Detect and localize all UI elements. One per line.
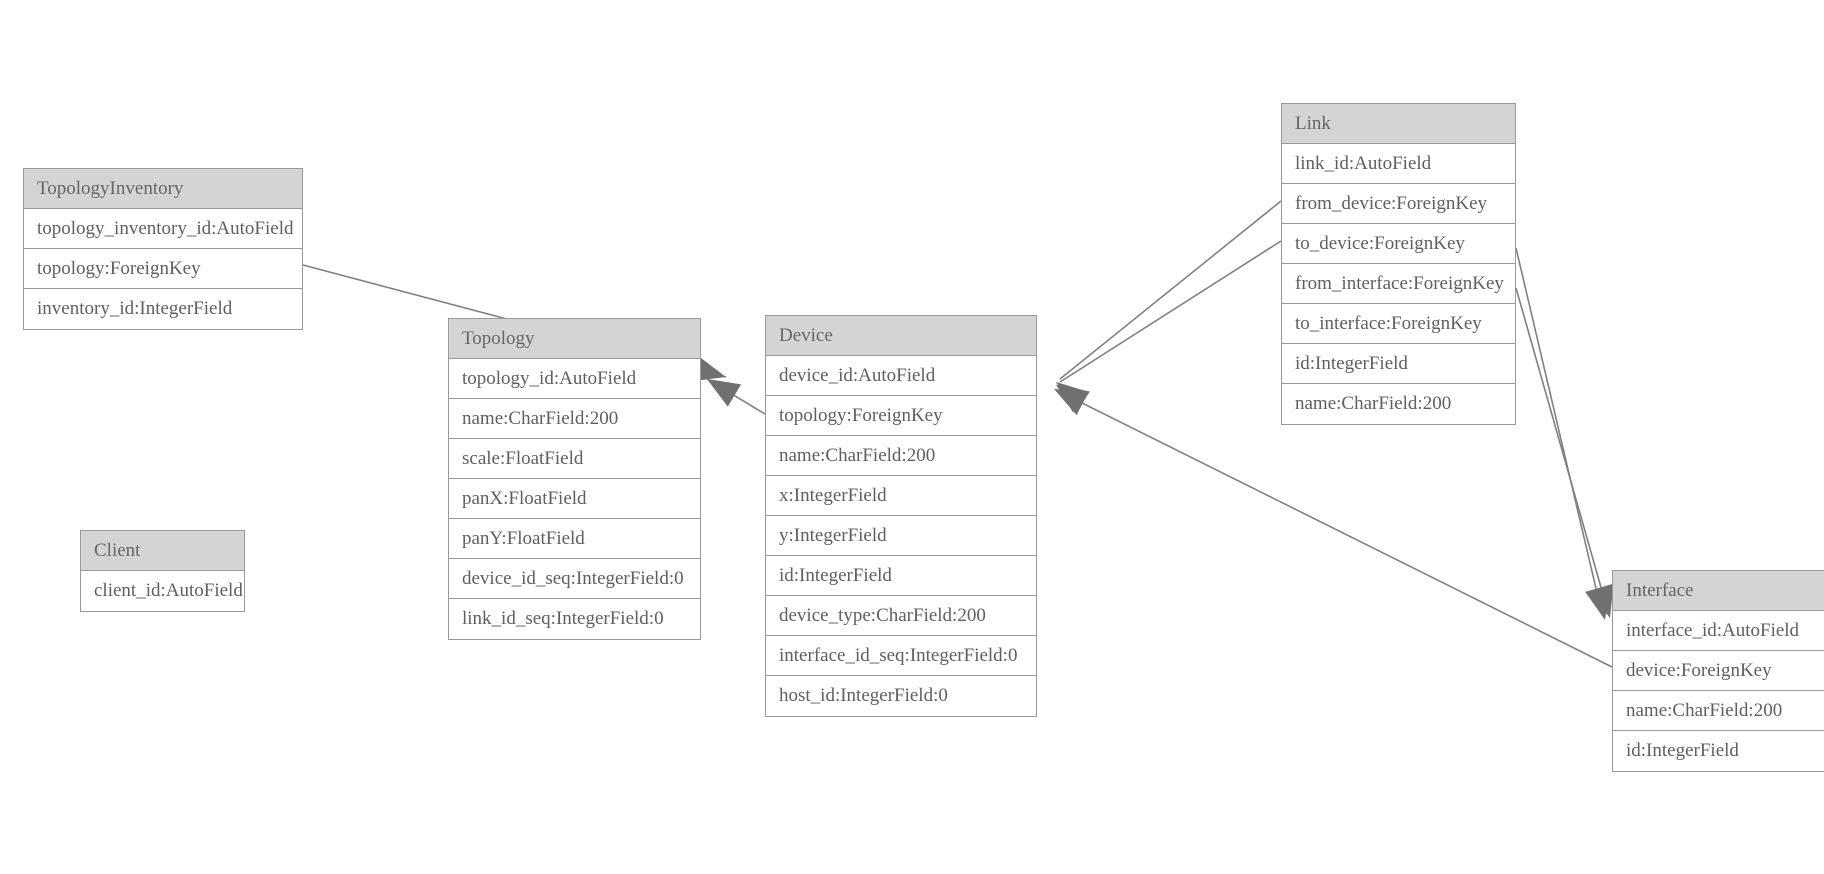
entity-title-topology: Topology [449, 319, 700, 359]
relationship-line [1515, 287, 1609, 613]
entity-field: device_type:CharField:200 [766, 596, 1036, 636]
relationship-line [706, 378, 766, 415]
entity-title-client: Client [81, 531, 244, 571]
entity-field: device_id_seq:IntegerField:0 [449, 559, 700, 599]
relationship-line [1059, 240, 1282, 383]
entity-field: x:IntegerField [766, 476, 1036, 516]
entity-field: device:ForeignKey [1613, 651, 1824, 691]
entity-title-link: Link [1282, 104, 1515, 144]
relationship-arrowhead [707, 379, 742, 407]
entity-field: id:IntegerField [1626, 740, 1739, 761]
entity-field: topology_id:AutoField [449, 359, 700, 399]
entity-field: client_id:AutoField [94, 580, 243, 601]
entity-client[interactable]: Client client_id:AutoField [80, 530, 245, 612]
entity-field: topology:ForeignKey [766, 396, 1036, 436]
entity-field: name:CharField:200 [766, 436, 1036, 476]
entity-field: y:IntegerField [766, 516, 1036, 556]
entity-field: link_id:AutoField [1282, 144, 1515, 184]
entity-title-device: Device [766, 316, 1036, 356]
entity-field: id:IntegerField [766, 556, 1036, 596]
entity-field: id:IntegerField [1282, 344, 1515, 384]
entity-field: link_id_seq:IntegerField:0 [462, 608, 664, 629]
relationship-arrowhead [1056, 382, 1090, 413]
entity-field: interface_id:AutoField [1613, 611, 1824, 651]
entity-field-list: client_id:AutoField [81, 571, 244, 611]
entity-field: topology_inventory_id:AutoField [24, 209, 302, 249]
entity-field: name:CharField:200 [1613, 691, 1824, 731]
entity-field: to_interface:ForeignKey [1282, 304, 1515, 344]
relationship-arrowhead [1054, 389, 1089, 416]
relationship-line [1515, 247, 1603, 615]
entity-field: device_id:AutoField [766, 356, 1036, 396]
entity-field: name:CharField:200 [449, 399, 700, 439]
entity-title-interface: Interface [1613, 571, 1824, 611]
entity-field: scale:FloatField [449, 439, 700, 479]
relationship-line [1059, 391, 1613, 668]
entity-field: interface_id_seq:IntegerField:0 [766, 636, 1036, 676]
entity-title-topology-inventory: TopologyInventory [24, 169, 302, 209]
entity-field: from_interface:ForeignKey [1282, 264, 1515, 304]
relationship-arrowhead [1056, 385, 1090, 414]
entity-field: panY:FloatField [449, 519, 700, 559]
entity-field: panX:FloatField [449, 479, 700, 519]
entity-field: topology:ForeignKey [24, 249, 302, 289]
entity-field: to_device:ForeignKey [1282, 224, 1515, 264]
relationship-line [1059, 200, 1282, 380]
entity-field: from_device:ForeignKey [1282, 184, 1515, 224]
entity-field: host_id:IntegerField:0 [779, 685, 948, 706]
entity-field: inventory_id:IntegerField [37, 298, 233, 319]
entity-field: name:CharField:200 [1295, 393, 1452, 414]
